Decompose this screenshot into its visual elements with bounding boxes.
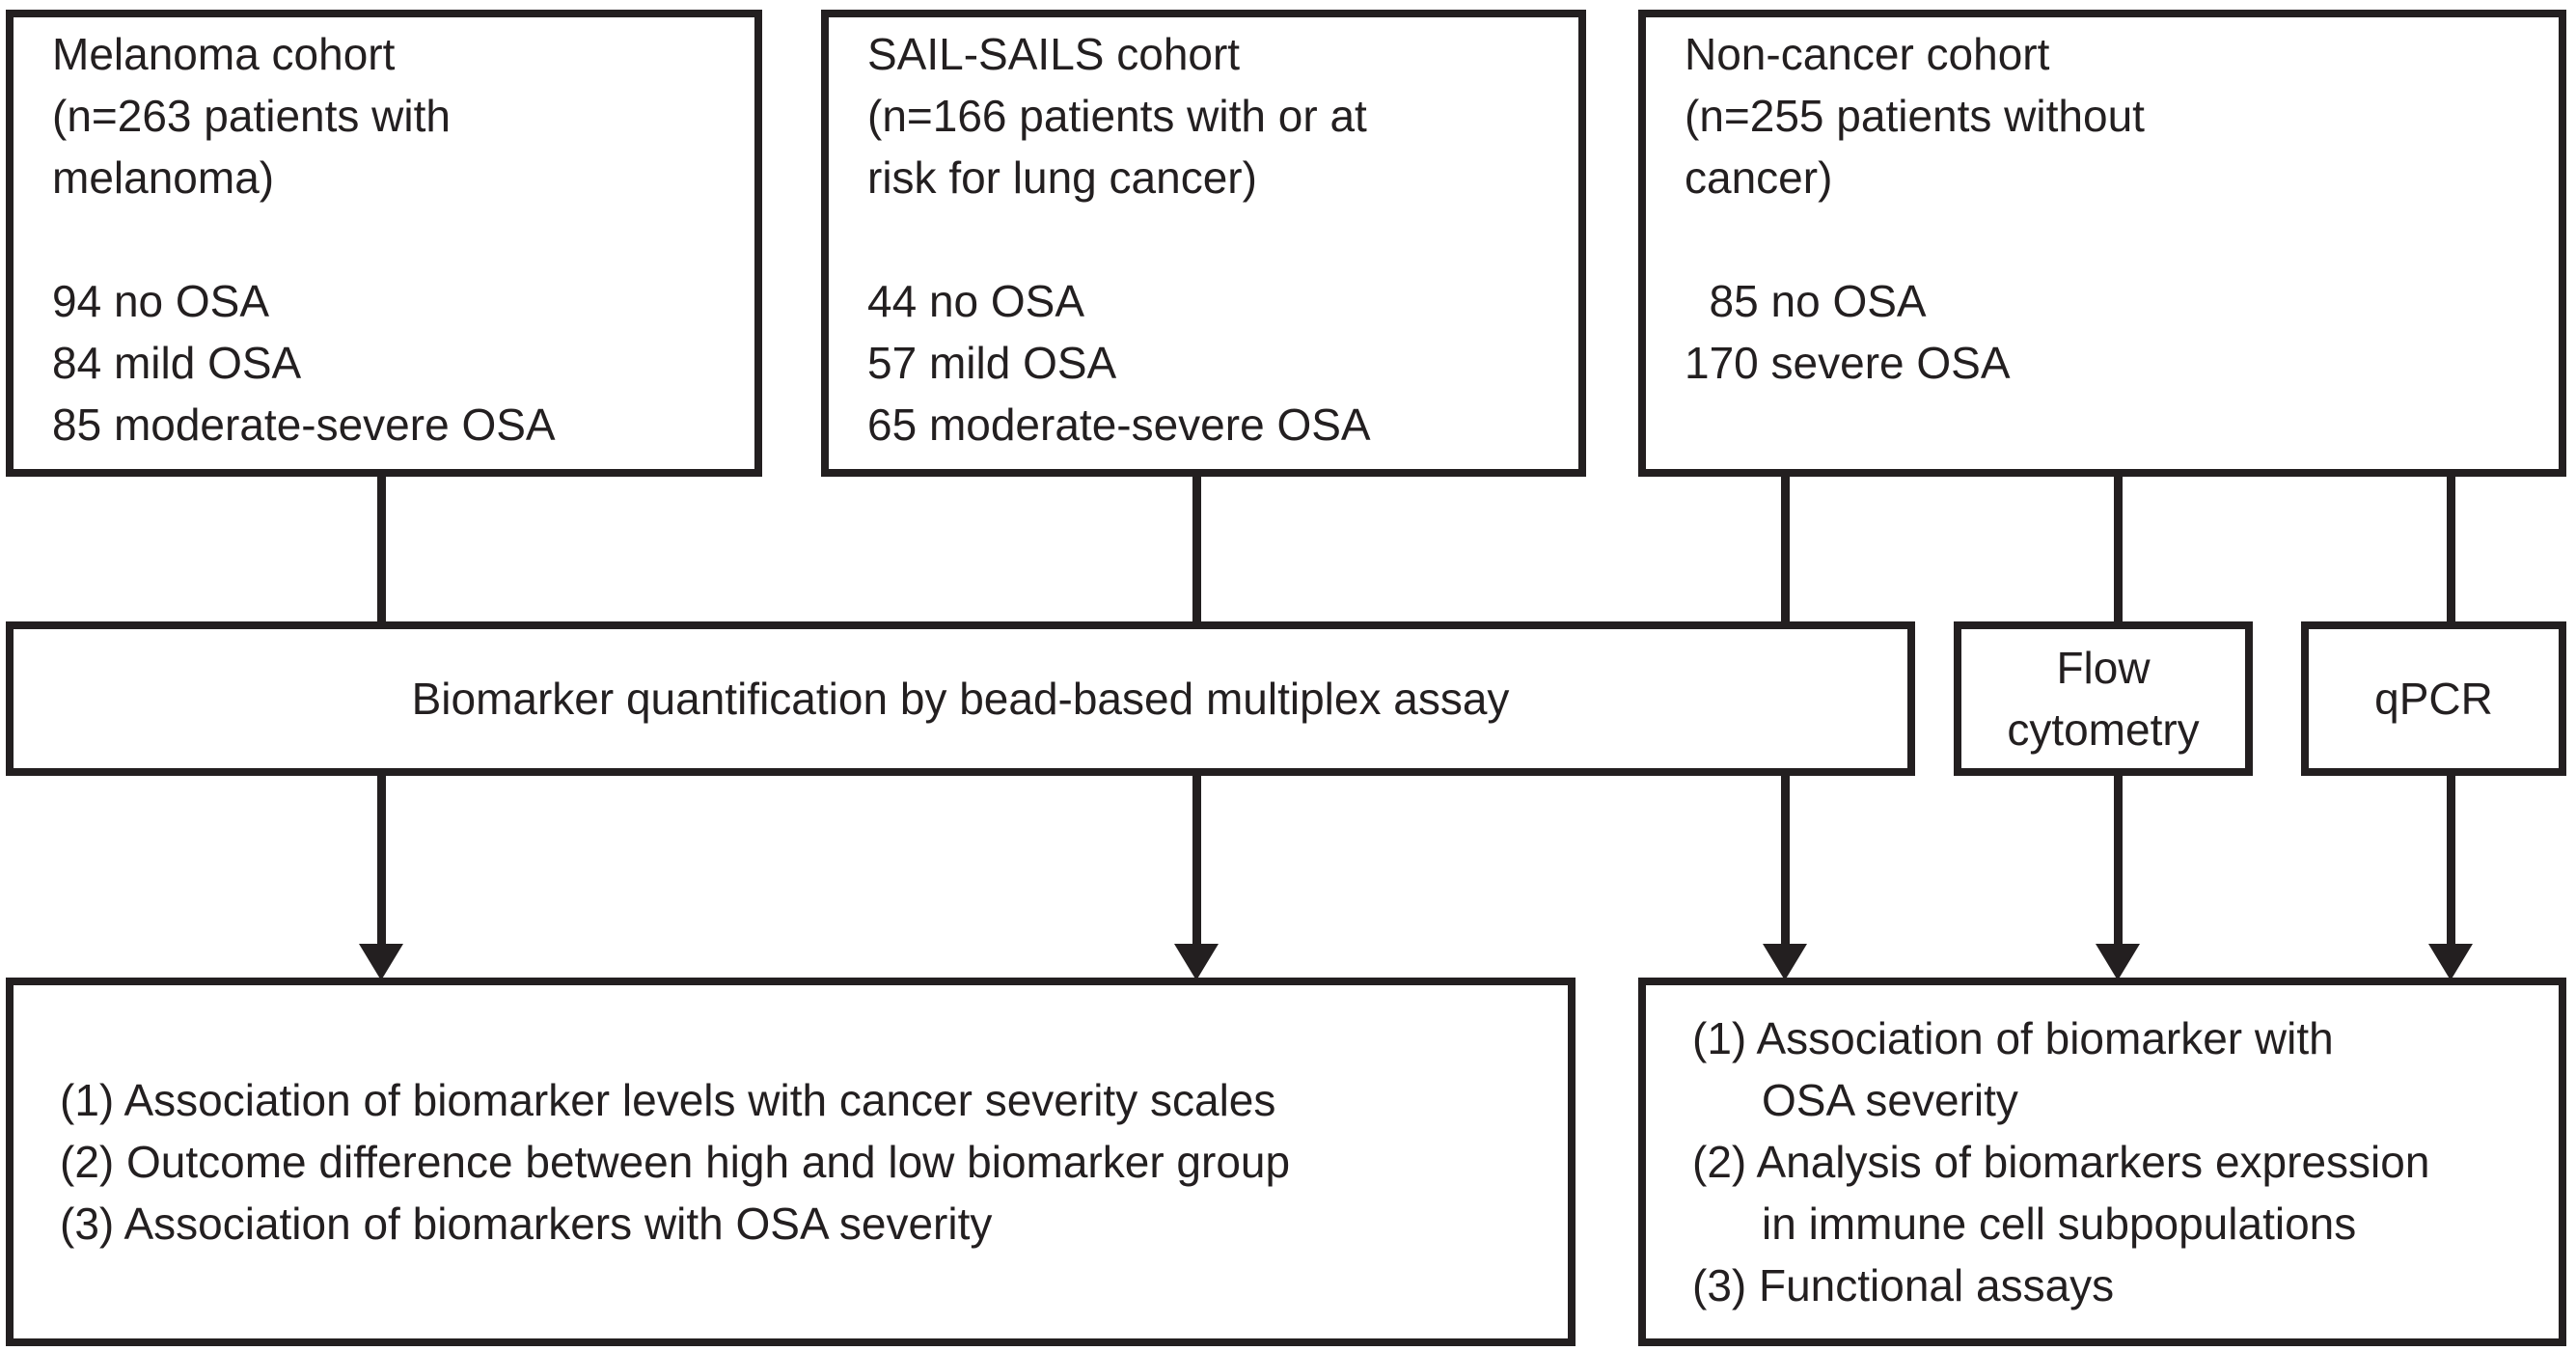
- arrowhead-down-icon: [1763, 944, 1807, 980]
- qpcr-label: qPCR: [2374, 674, 2493, 724]
- cohort-counts-melanoma: 94 no OSA 84 mild OSA 85 moderate-severe…: [52, 276, 556, 450]
- outcome-item-1: (1) Association of biomarker levels with…: [60, 1075, 1276, 1125]
- cohort-box-non-cancer: Non-cancer cohort (n=255 patients withou…: [1638, 10, 2566, 477]
- outcome-item-2: (2) Outcome difference between high and …: [60, 1137, 1291, 1187]
- arrow-line-multiplex-to-right-outcomes: [1781, 772, 1790, 948]
- connector-sail-to-multiplex: [1192, 473, 1201, 625]
- arrowhead-down-icon: [359, 944, 403, 980]
- arrow-line-multiplex-to-left-outcomes-2: [1192, 772, 1201, 948]
- connector-noncancer-to-qpcr: [2447, 473, 2455, 625]
- outcome-item-3: (3) Functional assays: [1692, 1260, 2115, 1310]
- outcome-item-3: (3) Association of biomarkers with OSA s…: [60, 1199, 993, 1249]
- connector-melanoma-to-multiplex: [377, 473, 386, 625]
- cohort-box-melanoma: Melanoma cohort (n=263 patients with mel…: [6, 10, 762, 477]
- flow-cytometry-box: Flow cytometry: [1954, 621, 2253, 776]
- arrowhead-down-icon: [2096, 944, 2140, 980]
- arrowhead-down-icon: [2428, 944, 2473, 980]
- cohort-title-sail-sails: SAIL-SAILS cohort (n=166 patients with o…: [867, 29, 1367, 203]
- qpcr-box: qPCR: [2301, 621, 2566, 776]
- multiplex-assay-label: Biomarker quantification by bead-based m…: [411, 674, 1510, 724]
- arrowhead-down-icon: [1174, 944, 1219, 980]
- cancer-outcomes-box: (1) Association of biomarker levels with…: [6, 978, 1576, 1346]
- cohort-title-non-cancer: Non-cancer cohort (n=255 patients withou…: [1685, 29, 2145, 203]
- arrow-line-flow-to-right-outcomes: [2114, 772, 2123, 948]
- connector-noncancer-to-multiplex: [1781, 473, 1790, 625]
- cohort-title-melanoma: Melanoma cohort (n=263 patients with mel…: [52, 29, 451, 203]
- arrow-line-qpcr-to-right-outcomes: [2447, 772, 2455, 948]
- connector-noncancer-to-flow: [2114, 473, 2123, 625]
- arrow-line-multiplex-to-left-outcomes: [377, 772, 386, 948]
- cohort-counts-non-cancer: 85 no OSA 170 severe OSA: [1685, 276, 2011, 388]
- multiplex-assay-box: Biomarker quantification by bead-based m…: [6, 621, 1915, 776]
- cohort-counts-sail-sails: 44 no OSA 57 mild OSA 65 moderate-severe…: [867, 276, 1371, 450]
- osa-outcomes-box: (1) Association of biomarker with OSA se…: [1638, 978, 2566, 1346]
- cohort-box-sail-sails: SAIL-SAILS cohort (n=166 patients with o…: [821, 10, 1586, 477]
- flow-cytometry-label: Flow cytometry: [2007, 643, 2200, 755]
- outcome-item-1: (1) Association of biomarker with OSA se…: [1692, 1013, 2334, 1125]
- outcome-item-2: (2) Analysis of biomarkers expression in…: [1692, 1137, 2430, 1249]
